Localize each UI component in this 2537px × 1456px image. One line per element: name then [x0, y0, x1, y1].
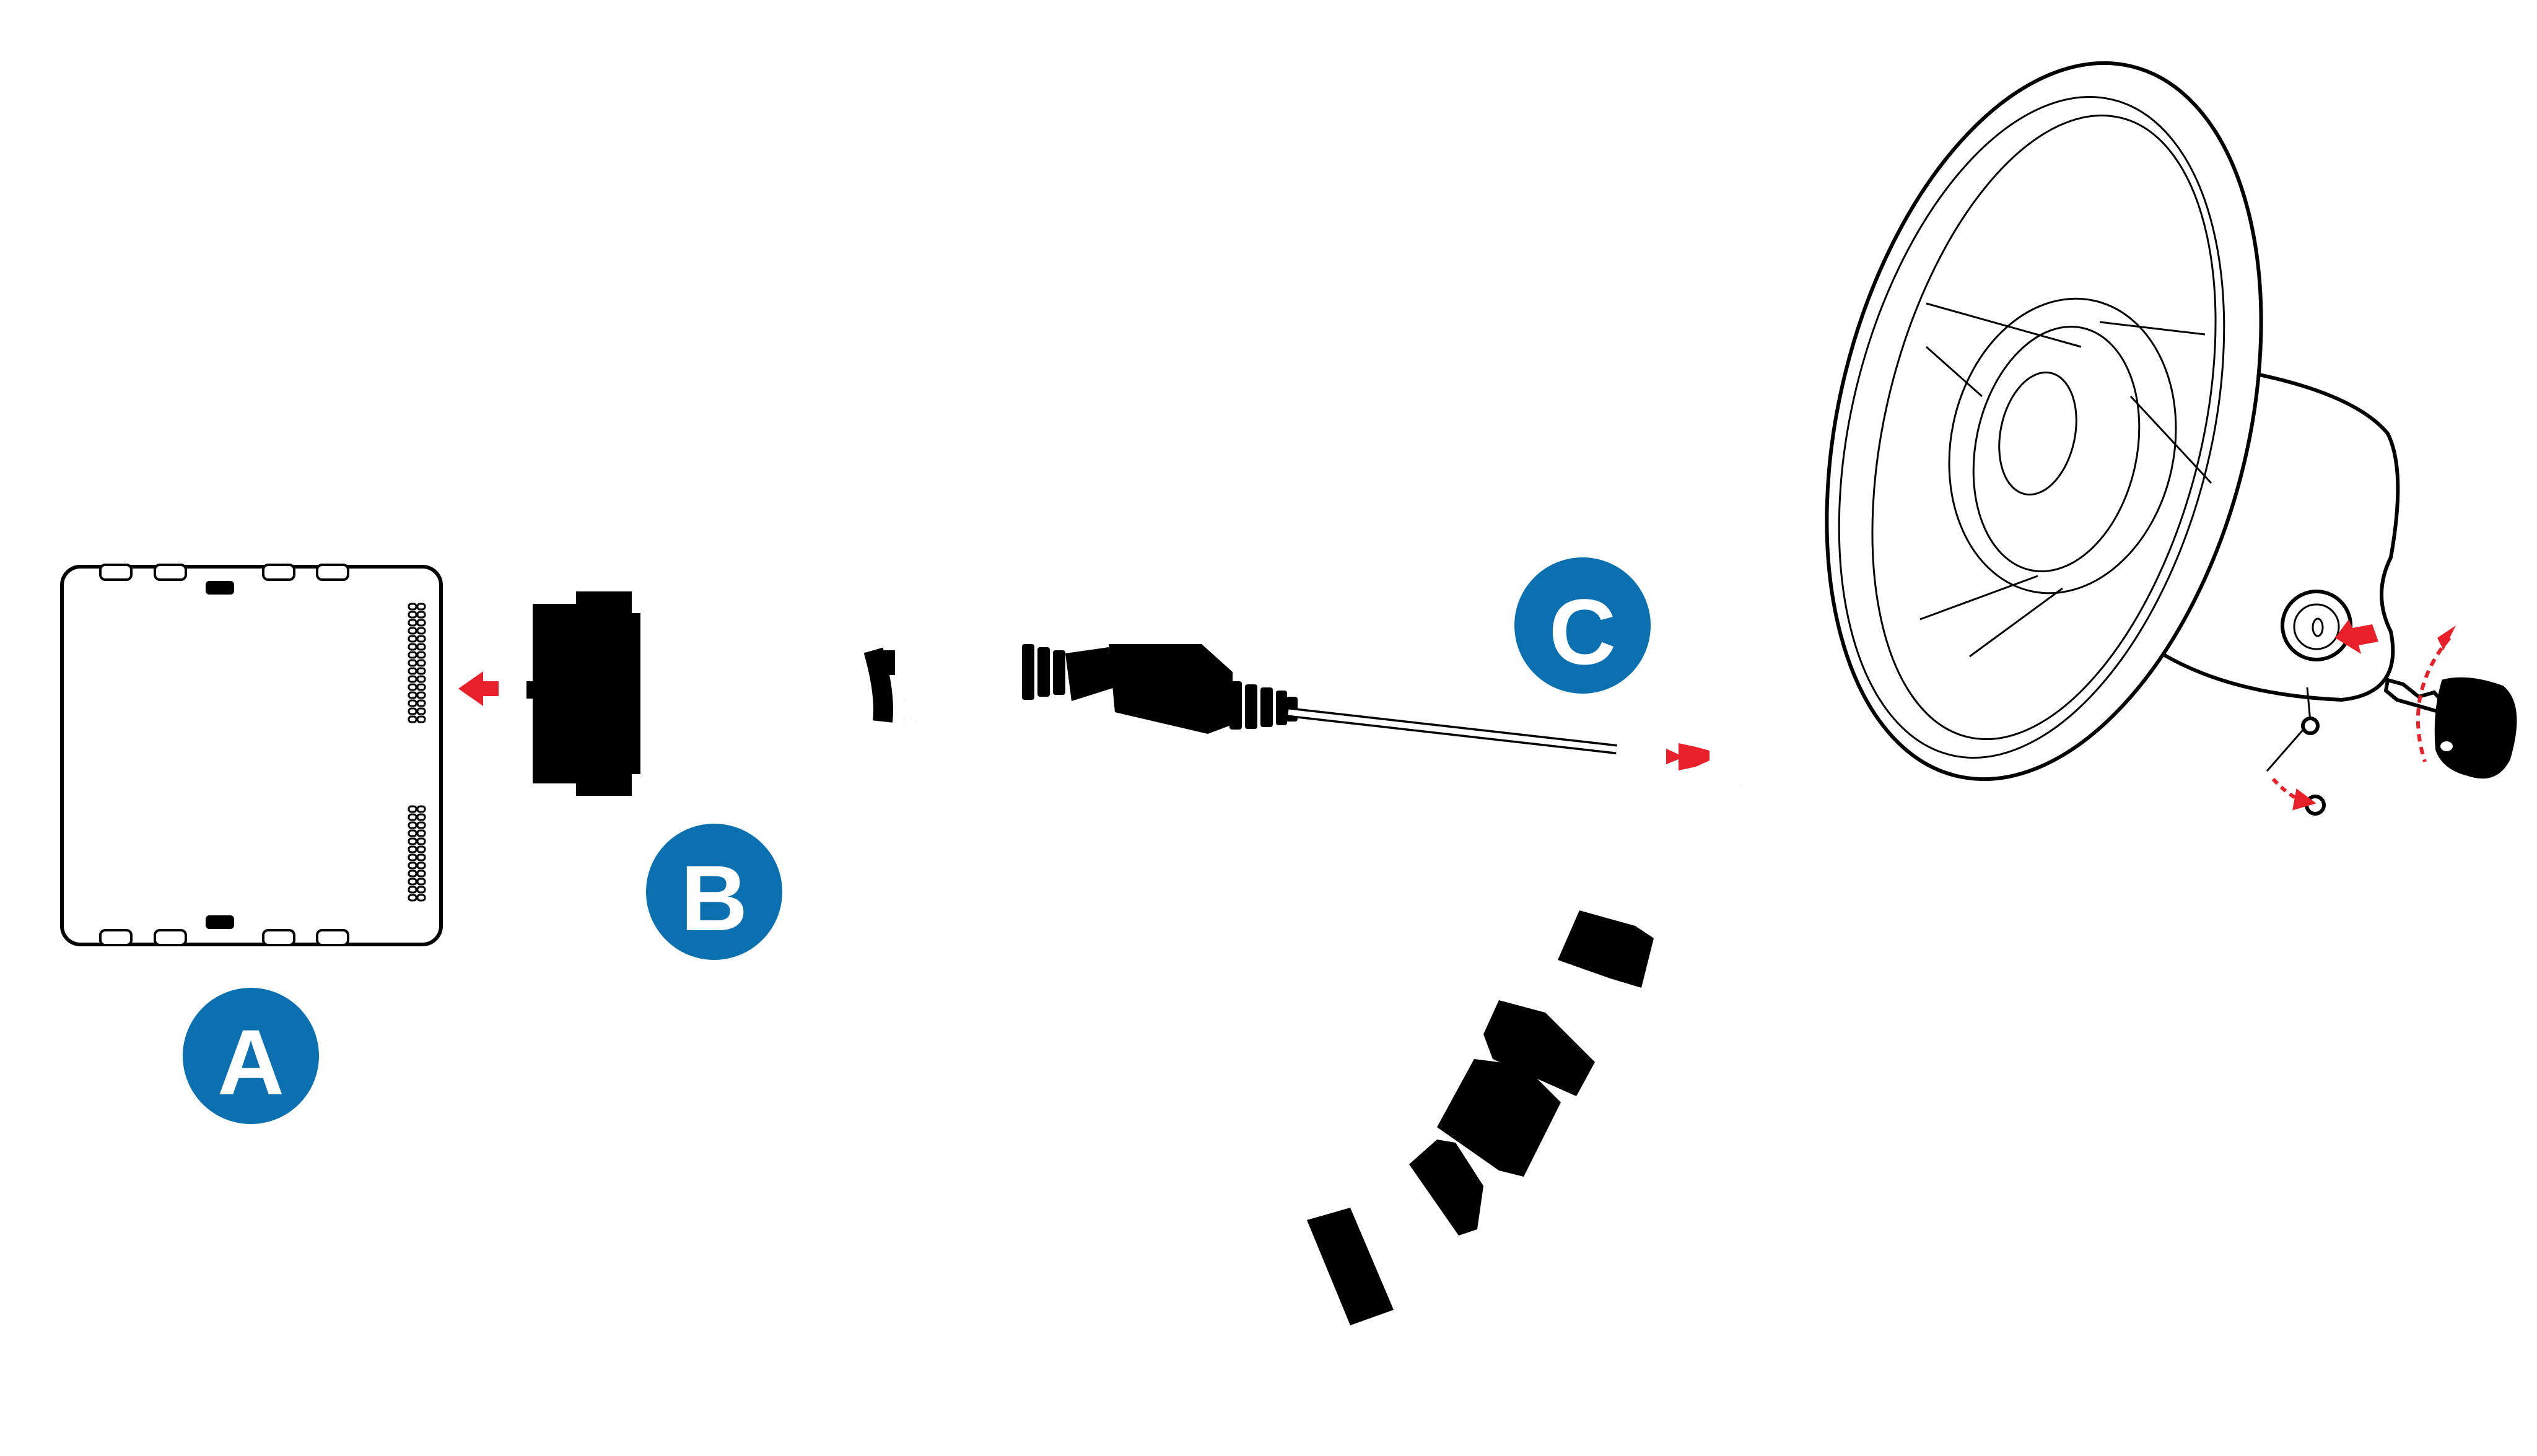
label-badge-a: A	[183, 988, 319, 1124]
badge-b-text: B	[681, 846, 748, 950]
badge-c-text: C	[1549, 580, 1616, 684]
control-module-icon	[60, 564, 443, 946]
ignition-key-icon	[2383, 626, 2517, 779]
steering-column-icon	[1825, 61, 2400, 816]
badge-a-text: A	[217, 1010, 284, 1114]
wiring-harness-icon	[526, 591, 1654, 1406]
label-badge-b: B	[646, 824, 782, 960]
label-badge-c: C	[1514, 557, 1651, 694]
red-arrow-icon	[458, 671, 499, 706]
red-arrow-icon	[1666, 743, 1710, 770]
